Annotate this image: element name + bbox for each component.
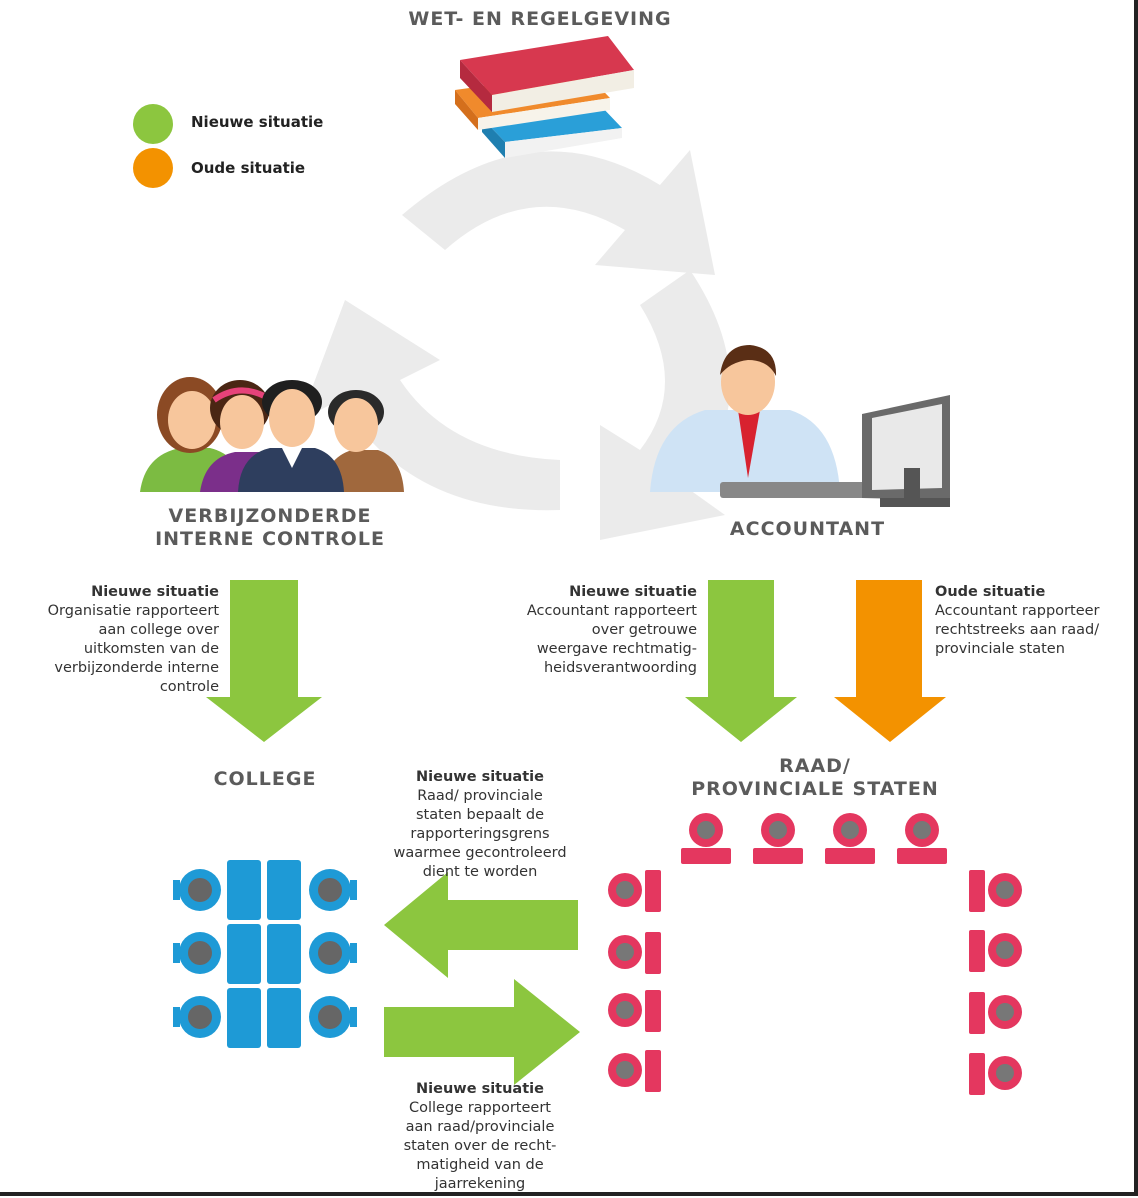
note-vic-line: Organisatie rapporteert bbox=[47, 603, 219, 619]
note-acc-new-line: heidsverantwoording bbox=[543, 660, 697, 676]
title-college: COLLEGE bbox=[213, 768, 317, 790]
note-vic-line: aan college over bbox=[98, 622, 219, 638]
note-vic-line: verbijzonderde interne bbox=[54, 660, 219, 676]
note-acc-new-line: weergave rechtmatig- bbox=[536, 641, 697, 657]
arrow-vic-to-college bbox=[206, 580, 322, 742]
note-college-to-raad: Nieuwe situatie College rapporteert aan … bbox=[360, 1080, 600, 1194]
legend-old-dot bbox=[133, 148, 173, 188]
note-raad-to-college: Nieuwe situatie Raad/ provinciale staten… bbox=[360, 768, 600, 882]
title-accountant: ACCOUNTANT bbox=[729, 518, 886, 540]
note-raad-line: rapporteringsgrens bbox=[410, 826, 550, 842]
note-vic-line: controle bbox=[159, 679, 219, 695]
note-acc-new-head: Nieuwe situatie bbox=[569, 584, 697, 600]
note-acc-old-line: provinciale staten bbox=[935, 641, 1065, 657]
note-college-line: matigheid van de bbox=[416, 1157, 544, 1173]
legend-new-label: Nieuwe situatie bbox=[191, 113, 324, 131]
legend-old-label: Oude situatie bbox=[191, 159, 306, 177]
arrow-accountant-to-raad-new bbox=[685, 580, 797, 742]
title-wet-en-regelgeving: WET- EN REGELGEVING bbox=[408, 8, 672, 30]
note-vic-line: uitkomsten van de bbox=[83, 641, 219, 657]
note-vic-new: Nieuwe situatie Organisatie rapporteert … bbox=[0, 583, 219, 697]
note-acc-old-line: rechtstreeks aan raad/ bbox=[935, 622, 1100, 638]
note-raad-line: staten bepaalt de bbox=[415, 807, 545, 823]
note-college-head: Nieuwe situatie bbox=[416, 1081, 544, 1097]
note-raad-line: waarmee gecontroleerd bbox=[393, 845, 567, 861]
arrow-accountant-to-raad-old bbox=[834, 580, 946, 742]
legend-new-dot bbox=[133, 104, 173, 144]
title-raad-line1: RAAD/ bbox=[779, 755, 851, 777]
note-raad-line: Raad/ provinciale bbox=[417, 788, 543, 804]
title-vic-line1: VERBIJZONDERDE bbox=[168, 505, 372, 527]
note-college-line: staten over de recht- bbox=[403, 1138, 557, 1154]
title-vic-line2: INTERNE CONTROLE bbox=[155, 528, 385, 550]
note-raad-head: Nieuwe situatie bbox=[416, 769, 544, 785]
arrow-college-to-raad bbox=[384, 979, 580, 1085]
note-acc-new-line: Accountant rapporteert bbox=[526, 603, 697, 619]
note-acc-old-head: Oude situatie bbox=[935, 584, 1046, 600]
note-acc-old-line: Accountant rapporteer bbox=[935, 603, 1100, 619]
note-acc-new-line: over getrouwe bbox=[591, 622, 697, 638]
note-vic-head: Nieuwe situatie bbox=[91, 584, 219, 600]
note-accountant-new: Nieuwe situatie Accountant rapporteert o… bbox=[470, 583, 697, 678]
note-raad-line: dient te worden bbox=[422, 864, 538, 880]
note-college-line: jaarrekening bbox=[434, 1176, 526, 1192]
title-raad-line2: PROVINCIALE STATEN bbox=[691, 778, 939, 800]
note-college-line: aan raad/provinciale bbox=[405, 1119, 555, 1135]
note-accountant-old: Oude situatie Accountant rapporteer rech… bbox=[935, 583, 1133, 659]
note-college-line: College rapporteert bbox=[409, 1100, 551, 1116]
arrow-raad-to-college bbox=[384, 872, 578, 978]
